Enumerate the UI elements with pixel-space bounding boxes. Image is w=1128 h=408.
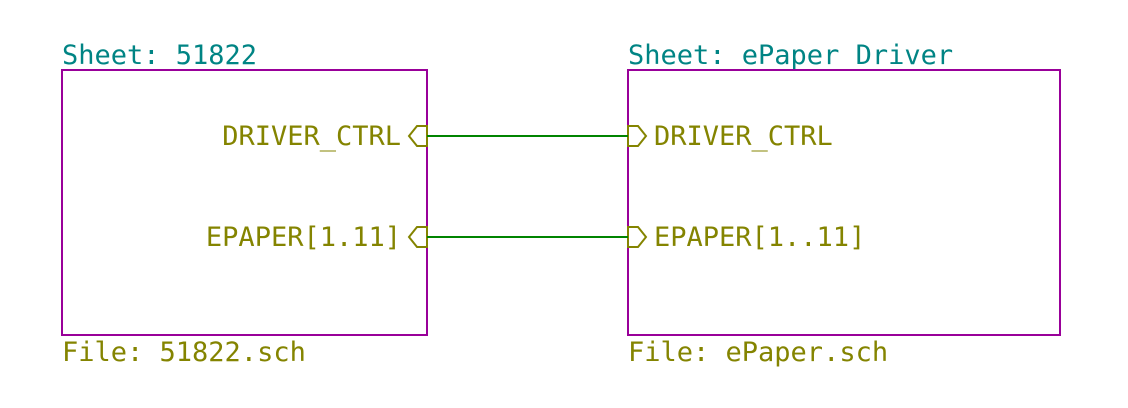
output-pin-icon	[627, 125, 648, 147]
sheet-pin-label: DRIVER_CTRL	[654, 121, 833, 152]
sheet-file-label: File: 51822.sch	[62, 337, 306, 368]
sheet-pin-epaper[interactable]: EPAPER[1..11]	[627, 222, 865, 253]
sheet-pin-label: EPAPER[1..11]	[654, 222, 865, 253]
sheet-name-label: Sheet: 51822	[62, 40, 257, 71]
sheet-pin-label: DRIVER_CTRL	[222, 121, 401, 152]
sheet-box[interactable]	[61, 69, 428, 336]
sheet-epaper-driver[interactable]: Sheet: ePaper Driver DRIVER_CTRL EPAPER[…	[627, 40, 1061, 368]
sheet-pin-driver-ctrl[interactable]: DRIVER_CTRL	[222, 121, 428, 152]
input-pin-icon	[407, 125, 428, 147]
sheet-pin-epaper[interactable]: EPAPER[1.11]	[206, 222, 428, 253]
sheet-pin-driver-ctrl[interactable]: DRIVER_CTRL	[627, 121, 833, 152]
sheet-51822[interactable]: Sheet: 51822 DRIVER_CTRL EPAPER[1.11] Fi…	[61, 40, 428, 368]
sheet-name-label: Sheet: ePaper Driver	[628, 40, 953, 71]
sheet-pin-label: EPAPER[1.11]	[206, 222, 401, 253]
sheet-box[interactable]	[627, 69, 1061, 336]
sheet-file-label: File: ePaper.sch	[628, 337, 888, 368]
input-pin-icon	[407, 226, 428, 248]
output-pin-icon	[627, 226, 648, 248]
